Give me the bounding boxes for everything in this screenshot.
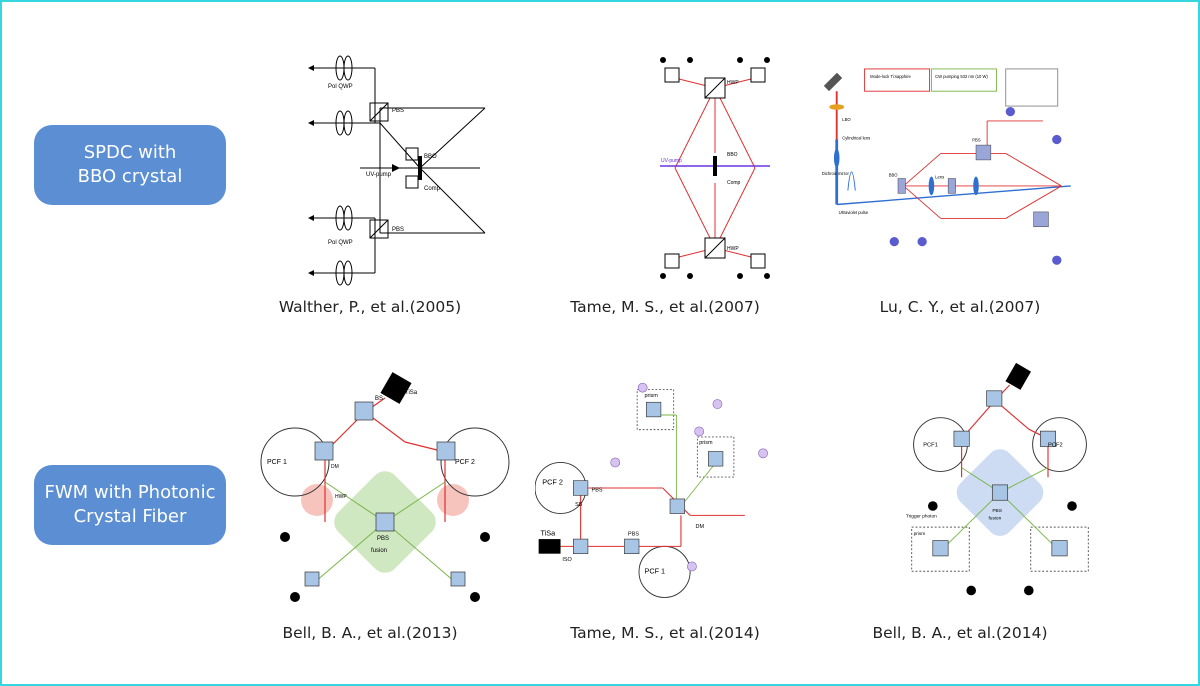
svg-text:Cylindrical lens: Cylindrical lens (842, 136, 870, 141)
svg-text:SB: SB (575, 502, 583, 508)
figure-bell-2013: BS TiSa PCF 1 PCF 2 PBS fusion DM HWP (260, 372, 510, 602)
svg-text:BBO: BBO (889, 173, 899, 178)
caption-tame-2007: Tame, M. S., et al.(2007) (570, 298, 760, 316)
svg-text:BBO: BBO (727, 152, 738, 158)
svg-text:ISO: ISO (562, 557, 571, 563)
svg-text:Ultraviolet pulse: Ultraviolet pulse (839, 210, 869, 215)
svg-text:fusion: fusion (371, 548, 387, 554)
figure-tame-2007: HWP HWP BBO Comp UV-pump (660, 57, 770, 279)
caption-bell-2013: Bell, B. A., et al.(2013) (282, 624, 458, 642)
caption-lu-2007: Lu, C. Y., et al.(2007) (879, 298, 1041, 316)
svg-text:PCF2: PCF2 (1048, 442, 1063, 448)
caption-tame-2014: Tame, M. S., et al.(2014) (570, 624, 760, 642)
svg-text:Pol QWP: Pol QWP (328, 84, 353, 90)
svg-text:PBS: PBS (392, 108, 404, 114)
figure-lu-2007: Mode-lock Ti:sapphire CW pumping 532 nm … (822, 68, 1071, 265)
svg-text:Pol QWP: Pol QWP (328, 240, 353, 246)
svg-text:HWP: HWP (727, 80, 739, 86)
svg-text:BS: BS (375, 396, 383, 402)
category-spdc: SPDC with BBO crystal (34, 125, 226, 205)
svg-text:BBO: BBO (424, 154, 437, 160)
svg-text:PBS: PBS (628, 531, 639, 537)
svg-text:Trigger photon: Trigger photon (906, 514, 937, 520)
svg-text:DM: DM (696, 524, 705, 530)
svg-text:Mode-lock Ti:sapphire: Mode-lock Ti:sapphire (870, 74, 911, 79)
figure-bell-2014: PCF1 PCF2 PBS fusion Trigger photon pris… (906, 362, 1089, 596)
svg-text:HWP: HWP (727, 246, 739, 252)
svg-text:PBS: PBS (592, 488, 603, 494)
svg-text:PCF 1: PCF 1 (644, 567, 665, 576)
svg-text:PBS: PBS (377, 536, 389, 542)
svg-text:TiSa: TiSa (540, 528, 556, 537)
caption-bell-2014: Bell, B. A., et al.(2014) (872, 624, 1048, 642)
svg-text:PBS: PBS (992, 508, 1002, 514)
svg-text:prism: prism (914, 531, 926, 537)
svg-text:PBS: PBS (972, 137, 981, 142)
svg-text:Lens: Lens (935, 175, 944, 180)
svg-text:Comp: Comp (424, 186, 441, 192)
svg-text:LBO: LBO (842, 117, 851, 122)
svg-text:prism: prism (699, 440, 713, 446)
svg-text:prism: prism (644, 393, 658, 399)
category-fwm: FWM with Photonic Crystal Fiber (34, 465, 226, 545)
svg-text:PCF 2: PCF 2 (455, 459, 475, 466)
caption-walther-2005: Walther, P., et al.(2005) (278, 298, 462, 316)
svg-text:DM: DM (331, 464, 339, 470)
svg-text:PCF1: PCF1 (923, 442, 938, 448)
svg-text:PBS: PBS (392, 227, 404, 233)
figure-walther-2005: PBS PBS UV-pump BBO Comp Pol QWP Pol QWP (308, 55, 486, 286)
svg-text:UV-pump: UV-pump (661, 158, 682, 164)
svg-text:fusion: fusion (988, 515, 1001, 521)
svg-text:PCF 1: PCF 1 (267, 459, 287, 466)
svg-text:HWP: HWP (335, 494, 347, 500)
figure-tame-2014: PCF 2 PCF 1 TiSa ISO PBS SB prism prism … (535, 382, 768, 598)
svg-text:Comp: Comp (727, 180, 741, 186)
svg-text:TiSa: TiSa (405, 390, 418, 396)
svg-text:PCF 2: PCF 2 (542, 477, 563, 486)
svg-text:Dichroic mirror: Dichroic mirror (822, 171, 850, 176)
svg-text:UV-pump: UV-pump (366, 172, 392, 178)
svg-text:CW pumping 532 nm (10 W): CW pumping 532 nm (10 W) (935, 74, 988, 79)
